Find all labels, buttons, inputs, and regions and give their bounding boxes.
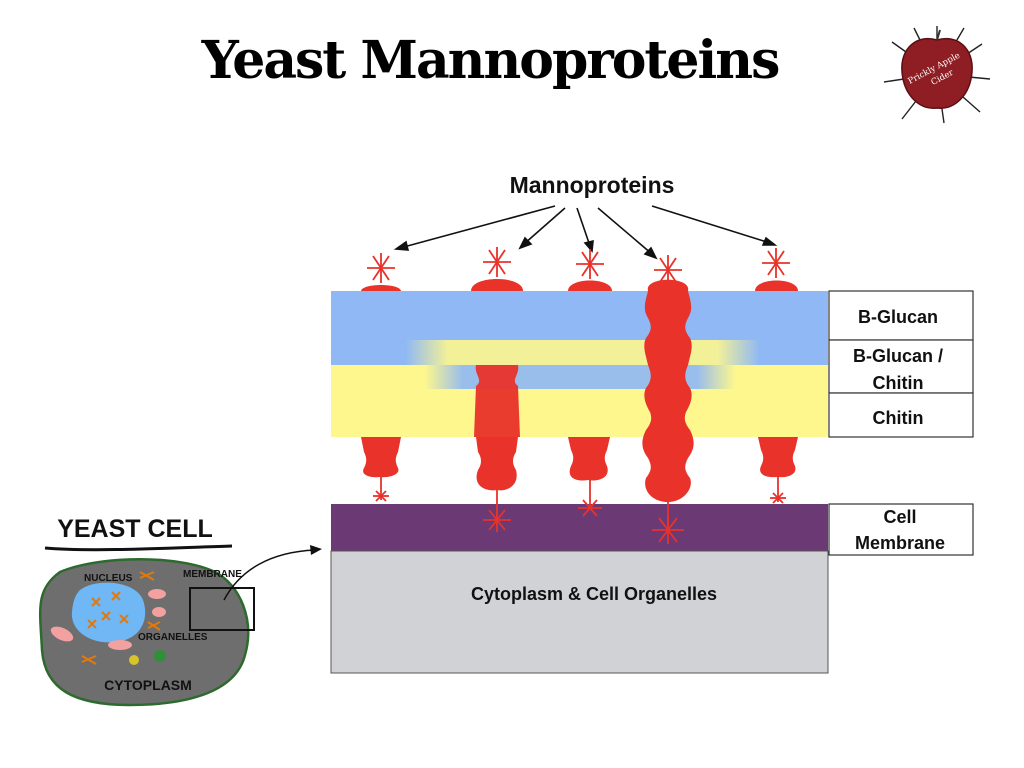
membrane-label: MEMBRANE xyxy=(183,569,242,580)
cytoplasm-cell-label: CYTOPLASM xyxy=(104,677,192,693)
nucleus-label: NUCLEUS xyxy=(84,573,133,584)
mannoprotein-stars xyxy=(367,247,790,544)
cytoplasm-label: Cytoplasm & Cell Organelles xyxy=(471,584,717,604)
b-glucan-chitin-label-line1: B-Glucan / xyxy=(853,346,943,366)
zoom-box xyxy=(189,587,255,631)
mannoprotein-shapes xyxy=(361,279,798,502)
chitin-label: Chitin xyxy=(873,408,924,428)
b-glucan-chitin-label-line2: Chitin xyxy=(873,373,924,393)
layer-labels: B-Glucan B-Glucan / Chitin Chitin Cell M… xyxy=(828,290,974,556)
zoom-arrow xyxy=(223,549,316,601)
mannoproteins-label: Mannoproteins xyxy=(510,172,675,198)
b-glucan-label: B-Glucan xyxy=(858,307,938,327)
yeast-cell-title: YEAST CELL xyxy=(57,515,213,543)
page-title: Yeast Mannoproteins xyxy=(201,30,781,91)
cytoplasm-layer xyxy=(330,550,829,674)
mixed-layer-yellow xyxy=(405,340,760,365)
mannoprotein-arrows xyxy=(393,205,778,260)
yeast-cell-illustration: YEAST CELL NUCLEUS MEMBRA xyxy=(39,515,322,707)
organelles-label: ORGANELLES xyxy=(138,632,208,643)
cell-membrane-layer xyxy=(331,504,828,551)
cell-membrane-label-line1: Cell xyxy=(883,507,916,527)
cell-membrane-label-line2: Membrane xyxy=(855,533,945,553)
prickly-apple-cider-logo: Prickly Apple Cider xyxy=(883,26,991,124)
mixed-layer-blue xyxy=(425,365,735,389)
